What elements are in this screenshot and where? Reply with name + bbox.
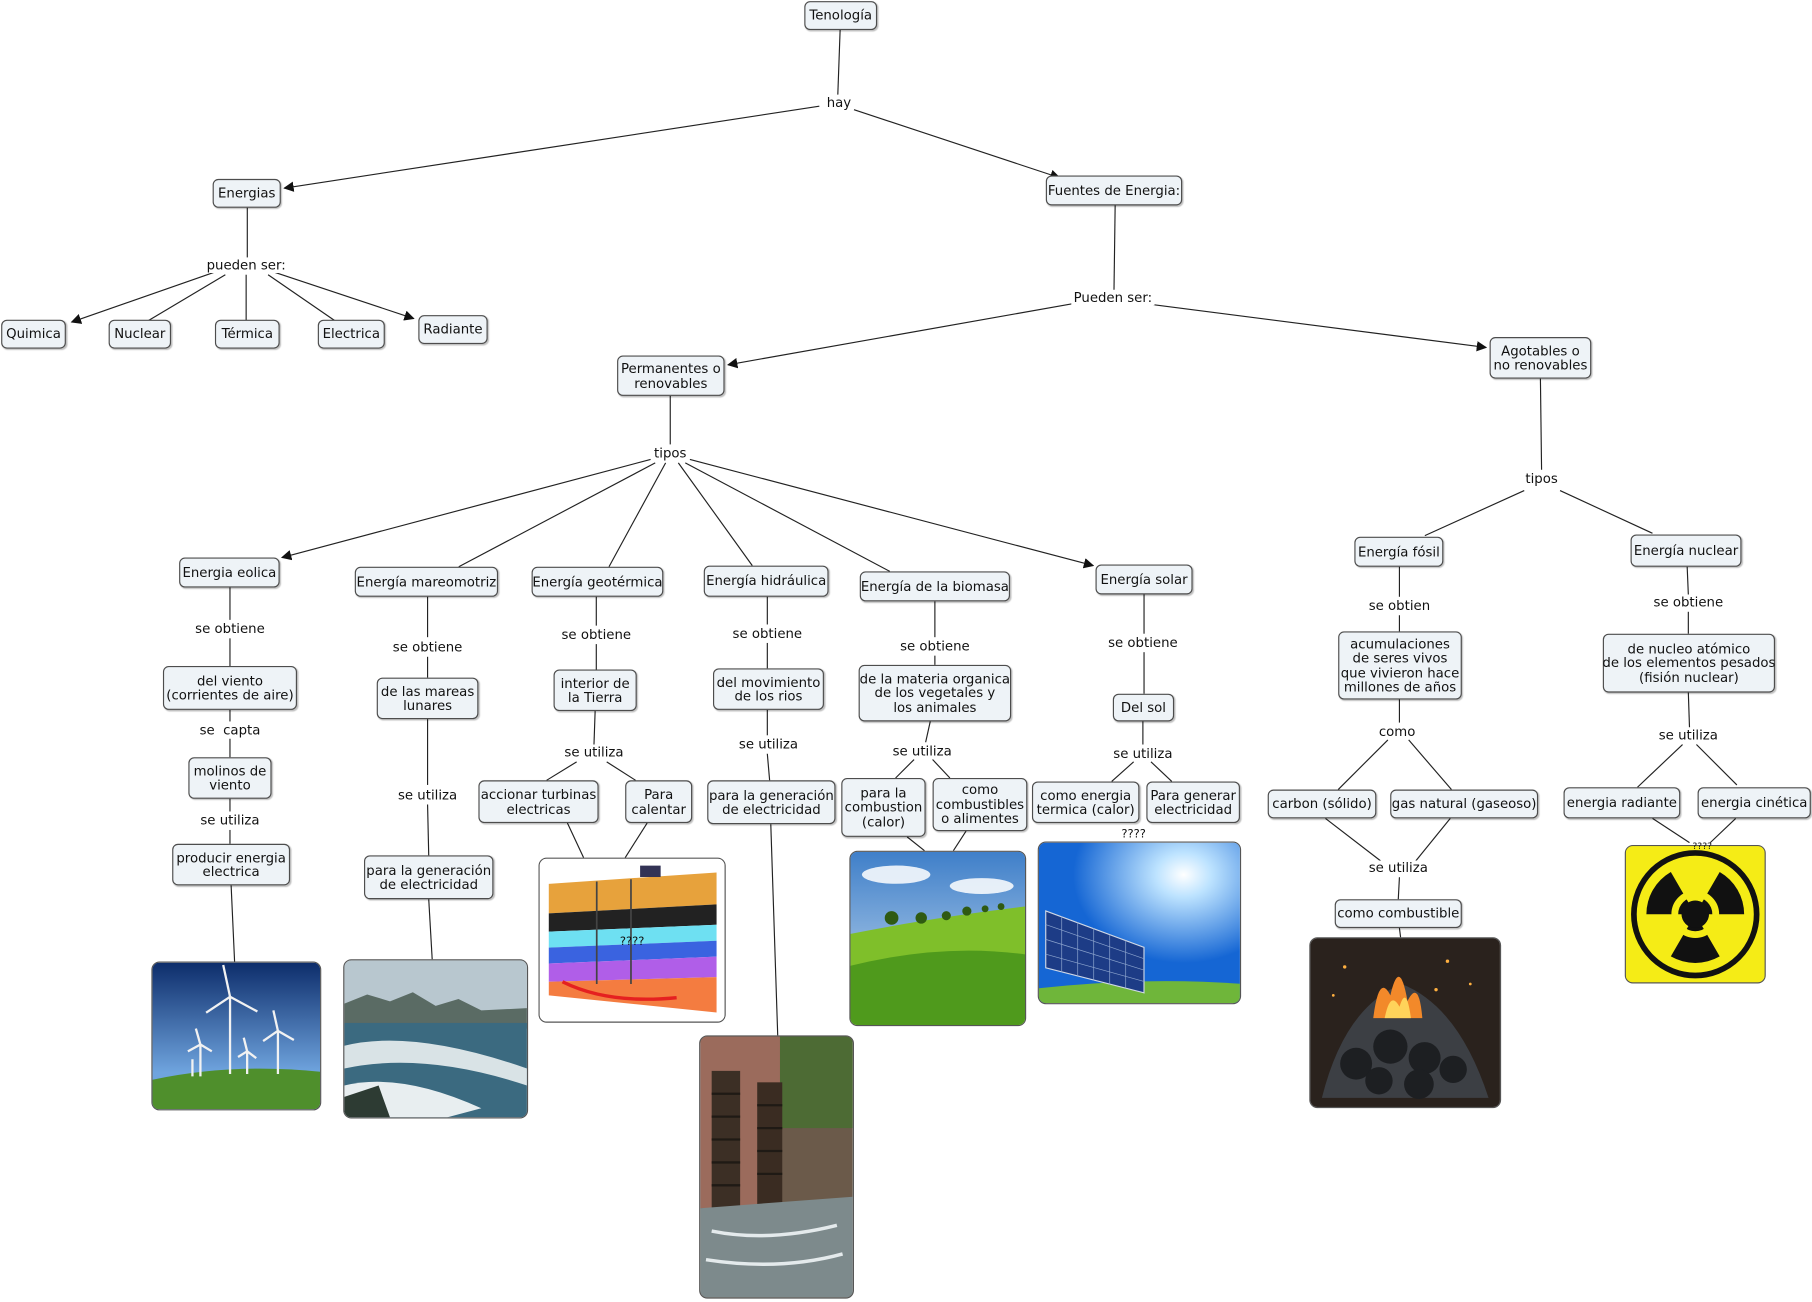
node-energia-eolica[interactable]: Energia eolica <box>179 557 280 588</box>
link-se-obtiene-geotermica: se obtiene <box>559 627 634 643</box>
wind-turbines-photo <box>151 961 322 1111</box>
link-se-obtiene-mareomotriz: se obtiene <box>390 639 465 656</box>
link-se-utiliza-biomasa: se utiliza <box>890 743 955 759</box>
solar-panel-photo <box>1037 841 1242 1005</box>
link-tipos-no-renovables: tipos <box>1523 471 1561 487</box>
link-se-utiliza-geotermica: se utiliza <box>562 745 626 761</box>
link-se-utiliza-eolica: se utiliza <box>198 813 262 829</box>
link-se-capta: se capta <box>197 723 263 739</box>
node-quimica[interactable]: Quimica <box>1 319 66 349</box>
link-se-utiliza-mareomotriz: se utiliza <box>395 787 460 803</box>
node-carbon-solido[interactable]: carbon (sólido) <box>1267 789 1377 819</box>
radiation-symbol <box>1624 844 1766 984</box>
node-agotables-no-renovables[interactable]: Agotables o no renovables <box>1489 337 1592 379</box>
node-energias[interactable]: Energias <box>212 178 281 208</box>
node-energia-termica-calor[interactable]: como energia termica (calor) <box>1031 781 1140 824</box>
link-tipos-renovables: tipos <box>651 446 689 462</box>
ocean-coast-photo <box>343 959 529 1119</box>
node-mareas-lunares[interactable]: de las mareas lunares <box>376 677 479 720</box>
node-interior-tierra[interactable]: interior de la Tierra <box>553 669 637 712</box>
link-pueden-ser-energias: pueden ser: <box>204 257 289 273</box>
link-se-utiliza-nuclear: se utiliza <box>1656 727 1721 743</box>
node-electrica[interactable]: Electrica <box>317 319 385 349</box>
link-como: como <box>1376 724 1418 740</box>
node-energia-radiante[interactable]: energia radiante <box>1563 787 1681 819</box>
annotation-question-solar: ???? <box>1121 828 1146 841</box>
node-gas-natural[interactable]: gas natural (gaseoso) <box>1390 789 1539 819</box>
node-permanentes-renovables[interactable]: Permanentes o renovables <box>617 355 725 396</box>
node-como-combustibles[interactable]: como combustibles o alimentes <box>932 777 1028 832</box>
node-para-calentar[interactable]: Para calentar <box>625 780 693 824</box>
link-se-utiliza-fosil: se utiliza <box>1366 860 1431 876</box>
node-generar-electricidad[interactable]: Para generar electricidad <box>1146 781 1240 824</box>
node-generacion-rios[interactable]: para la generación de electricidad <box>707 780 836 825</box>
node-nucleo-atomico[interactable]: de nucleo atómico de los elementos pesad… <box>1602 633 1775 693</box>
node-energia-nuclear[interactable]: Energía nuclear <box>1630 534 1742 567</box>
node-como-combustible[interactable]: como combustible <box>1334 899 1462 929</box>
link-se-obtiene-biomasa: se obtiene <box>897 638 972 654</box>
burning-coal-photo <box>1309 937 1502 1109</box>
node-molinos-de-viento[interactable]: molinos de viento <box>188 757 272 799</box>
node-acumulaciones[interactable]: acumulaciones de seres vivos que viviero… <box>1338 631 1462 700</box>
node-del-sol[interactable]: Del sol <box>1112 693 1175 722</box>
geothermal-diagram <box>538 857 726 1023</box>
link-se-utiliza-solar: se utiliza <box>1110 746 1175 762</box>
node-accionar-turbinas[interactable]: accionar turbinas electricas <box>478 780 599 824</box>
node-radiante[interactable]: Radiante <box>418 315 488 344</box>
node-materia-organica[interactable]: de la materia organica de los vegetales … <box>858 664 1012 722</box>
link-se-obtiene-solar: se obtiene <box>1105 635 1180 651</box>
node-del-viento[interactable]: del viento (corrientes de aire) <box>162 666 297 710</box>
water-wheel-photo <box>699 1035 854 1299</box>
annotation-question-geo: ???? <box>619 935 645 949</box>
node-energia-geotermica[interactable]: Energía geotérmica <box>531 566 664 597</box>
link-pueden-ser-fuentes: Pueden ser: <box>1071 290 1155 306</box>
node-movimiento-rios[interactable]: del movimiento de los rios <box>713 668 824 710</box>
node-tenologia[interactable]: Tenología <box>804 1 878 31</box>
node-energia-solar[interactable]: Energía solar <box>1095 564 1193 595</box>
node-nuclear[interactable]: Nuclear <box>108 319 172 349</box>
link-hay: hay <box>824 95 854 111</box>
link-se-obtiene-nuclear: se obtiene <box>1651 594 1726 611</box>
link-se-obtien-fosil: se obtien <box>1366 598 1433 614</box>
grass-field-photo <box>849 850 1027 1027</box>
node-energia-fosil[interactable]: Energía fósil <box>1354 536 1444 567</box>
link-se-obtiene-eolica: se obtiene <box>192 621 268 637</box>
node-fuentes-de-energia[interactable]: Fuentes de Energia: <box>1045 175 1183 206</box>
link-se-utiliza-hidraulica: se utiliza <box>736 736 801 753</box>
node-termica[interactable]: Térmica <box>214 319 280 349</box>
annotation-question-nuclear: ???? <box>1692 840 1713 852</box>
node-energia-hidraulica[interactable]: Energía hidráulica <box>703 565 829 597</box>
node-energia-mareomotriz[interactable]: Energía mareomotriz <box>354 566 499 597</box>
node-energia-biomasa[interactable]: Energía de la biomasa <box>859 571 1010 602</box>
node-para-combustion[interactable]: para la combustion (calor) <box>841 777 926 837</box>
link-se-obtiene-hidraulica: se obtiene <box>730 626 805 642</box>
node-generacion-mareas[interactable]: para la generación de electricidad <box>364 855 494 900</box>
node-producir-energia-electrica[interactable]: producir energia electrica <box>172 843 291 886</box>
node-energia-cinetica[interactable]: energia cinética <box>1697 787 1811 819</box>
